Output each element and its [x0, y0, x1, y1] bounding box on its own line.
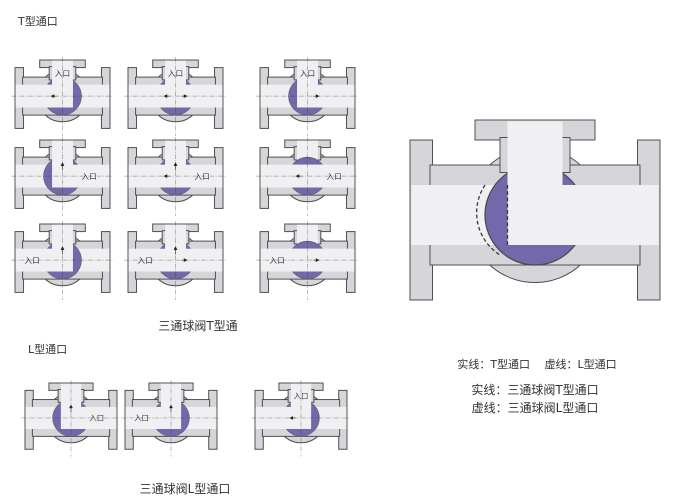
valve: 入口 — [11, 57, 114, 137]
inlet-label: 入口 — [134, 414, 149, 423]
large-valve-line2: 虚线：三通球阀L型通口 — [471, 401, 599, 415]
dashed-l-port-outline — [476, 184, 509, 256]
valve: 入口 — [251, 380, 351, 457]
inlet-label: 入口 — [168, 69, 183, 78]
valve: 入口 — [124, 137, 227, 217]
ball-passage-through — [286, 164, 329, 188]
flow-arrow-icon — [163, 94, 170, 98]
t-section-caption: 三通球阀T型通 — [158, 319, 238, 333]
inlet-label: 入口 — [294, 392, 309, 401]
flow-arrow-icon — [60, 162, 65, 171]
large-valve-line1: 实线：三通球阀T型通口 — [471, 383, 599, 397]
flow-arrow-icon — [181, 258, 188, 262]
inlet-label: 入口 — [25, 256, 40, 265]
large-valve-legend: 实线：T型通口 虚线：L型通口 — [457, 358, 617, 371]
valve: 入口 — [124, 57, 227, 137]
inlet-label: 入口 — [138, 256, 153, 265]
valve: 入口 — [121, 380, 221, 457]
inlet-label: 入口 — [89, 414, 104, 423]
flow-arrow-icon — [313, 258, 320, 262]
ball-passage-through — [286, 248, 329, 272]
inlet-label: 入口 — [270, 256, 285, 265]
flow-arrow-icon — [69, 404, 73, 413]
flow-arrow-icon — [289, 416, 296, 420]
ball-passage-right — [530, 185, 590, 245]
flow-arrow-icon — [60, 246, 65, 255]
flow-arrow-icon — [50, 94, 57, 98]
flow-arrow-icon — [181, 94, 188, 98]
inlet-label: 入口 — [300, 69, 315, 78]
valve: 入口 — [124, 221, 227, 301]
l-section-title: L型通口 — [28, 343, 68, 356]
inlet-label: 入口 — [81, 172, 96, 181]
flow-arrow-icon — [163, 174, 170, 178]
t-section-title: T型通口 — [18, 15, 58, 28]
flow-arrow-icon — [169, 404, 173, 413]
inlet-label: 入口 — [327, 172, 342, 181]
flow-arrow-icon — [295, 174, 302, 178]
valve: 入口 — [256, 57, 359, 137]
valve: 入口 — [11, 221, 114, 301]
valve: 入口 — [21, 380, 121, 457]
flow-arrow-icon — [313, 94, 320, 98]
l-section-caption: 三通球阀L型通口 — [139, 482, 231, 496]
valve: 入口 — [256, 221, 359, 301]
valve: 入口 — [11, 137, 114, 217]
inlet-label: 入口 — [195, 172, 210, 181]
inlet-label: 入口 — [55, 69, 70, 78]
ball-passage-left — [150, 406, 173, 429]
flow-arrow-icon — [173, 246, 178, 255]
valve — [409, 119, 661, 301]
valve: 入口 — [256, 137, 359, 217]
flow-arrow-icon — [173, 162, 178, 171]
